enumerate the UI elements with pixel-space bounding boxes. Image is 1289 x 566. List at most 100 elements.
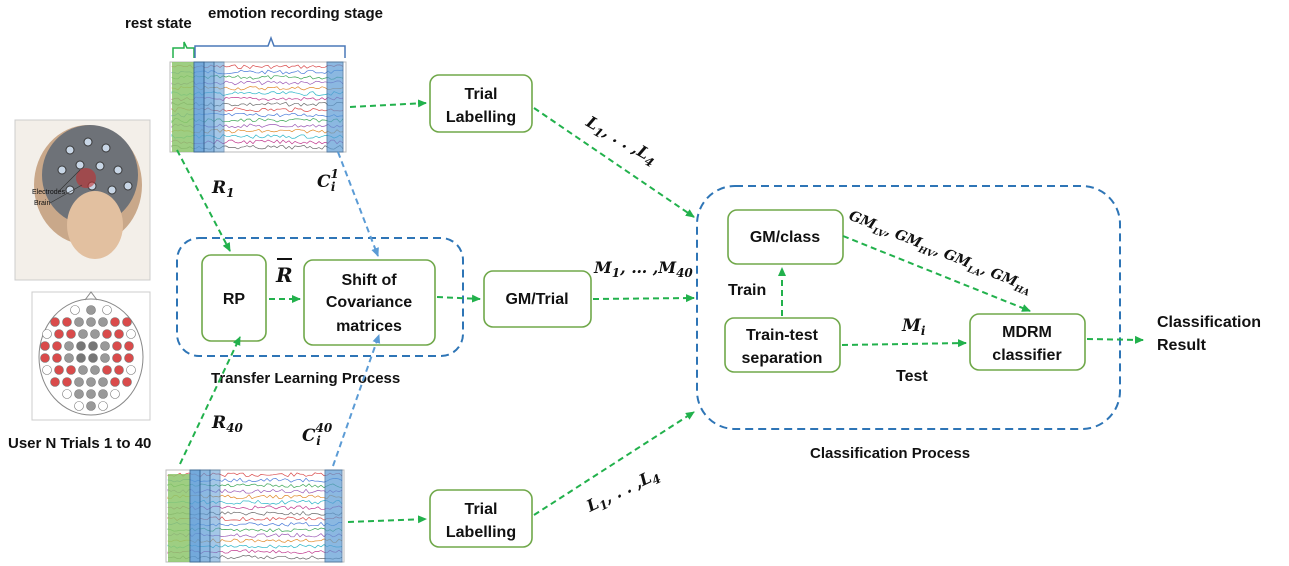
- blue-arrows: [332, 151, 381, 467]
- electrode-dot: [86, 377, 96, 387]
- electrode-dot: [122, 377, 132, 387]
- trial-labelling-bottom-box: Trial Labelling: [429, 489, 533, 548]
- electrode-dot: [64, 341, 74, 351]
- transfer-learning-group: [176, 237, 464, 357]
- l-range-bottom-label: L1, . . ,L4: [583, 464, 664, 519]
- electrode-dot: [50, 377, 60, 387]
- emotion-stage-brace: [194, 35, 346, 58]
- classification-result-line1: Classification: [1157, 314, 1261, 331]
- electrode-dot: [112, 353, 122, 363]
- eeg-signal-top: [169, 61, 347, 153]
- electrode-dot: [86, 389, 96, 399]
- arrow-ci40: [332, 334, 381, 467]
- electrode-dot: [110, 317, 120, 327]
- arrow-shift-to-gm-trial: [436, 294, 481, 303]
- svg-text:Shift of: Shift of: [341, 272, 397, 289]
- electrode-dot: [54, 329, 64, 339]
- electrode-dot: [126, 329, 136, 339]
- electrode-dot: [66, 329, 76, 339]
- transfer-learning-label: Transfer Learning Process: [211, 370, 400, 387]
- arrow-test: [841, 339, 967, 348]
- rest-state-brace: [172, 41, 195, 58]
- electrode-dot: [100, 341, 110, 351]
- svg-text:Trial: Trial: [465, 501, 498, 518]
- electrode-dot: [86, 317, 96, 327]
- electrode-dot: [52, 341, 62, 351]
- electrode-dot: [62, 377, 72, 387]
- test-label: Test: [896, 368, 928, 385]
- electrode-dot: [124, 353, 134, 363]
- gm-class-box: GM/class: [727, 209, 844, 265]
- electrode-dot: [62, 317, 72, 327]
- arrow-gm-trial-to-classification: [592, 294, 695, 303]
- gm-trial-box: GM/Trial: [483, 270, 592, 328]
- electrodes-label: Electrodes: [32, 189, 66, 196]
- trial-labelling-top-box: Trial Labelling: [429, 74, 533, 133]
- user-trials-label: User N Trials 1 to 40: [8, 435, 151, 452]
- electrode-dot: [74, 377, 84, 387]
- gm-list-label: GMLV, GMHV, GMLA, GMHA: [845, 208, 1034, 299]
- electrode-dot: [62, 389, 72, 399]
- electrode-dot: [90, 365, 100, 375]
- electrode-dot: [40, 353, 50, 363]
- svg-text:MDRM: MDRM: [1002, 324, 1052, 341]
- svg-text:RP: RP: [223, 291, 246, 308]
- eeg-signal-bottom: [165, 469, 345, 563]
- electrode-dot: [88, 353, 98, 363]
- classification-group: [696, 185, 1121, 430]
- electrode-dot: [98, 389, 108, 399]
- electrode-dot: [40, 341, 50, 351]
- electrode-dot: [76, 353, 86, 363]
- svg-text:Train-test: Train-test: [746, 327, 819, 344]
- arrow-ci1: [337, 151, 379, 257]
- emotion-recording-stage-label: emotion recording stage: [208, 5, 383, 22]
- electrode-dot: [66, 365, 76, 375]
- svg-text:Labelling: Labelling: [446, 109, 516, 126]
- r1-label: R1: [211, 178, 235, 200]
- l-range-top-label: L1, . . ,L4: [581, 112, 661, 171]
- svg-text:GM/class: GM/class: [750, 229, 820, 246]
- electrode-dot: [114, 365, 124, 375]
- electrode-dot: [112, 341, 122, 351]
- electrode-dot: [64, 353, 74, 363]
- electrode-dot: [86, 401, 96, 411]
- train-label: Train: [728, 282, 766, 299]
- svg-text:Covariance: Covariance: [326, 294, 412, 311]
- arrow-to-result: [1086, 335, 1144, 344]
- arrow-labelling-bottom-to-classification: [533, 411, 695, 516]
- rbar-label: R: [275, 258, 293, 287]
- electrode-dot: [76, 341, 86, 351]
- svg-text:Labelling: Labelling: [446, 524, 516, 541]
- m-range-label: M1, … ,M40: [593, 258, 693, 280]
- electrode-dot: [74, 401, 84, 411]
- electrode-dot: [114, 329, 124, 339]
- electrode-dot: [52, 353, 62, 363]
- electrode-dot: [124, 341, 134, 351]
- brain-label: Brain: [34, 200, 50, 207]
- arrow-r40: [179, 336, 241, 465]
- electrode-dot: [122, 317, 132, 327]
- electrode-dot: [102, 329, 112, 339]
- electrode-dot: [50, 317, 60, 327]
- electrode-dot: [42, 365, 52, 375]
- head-electrodes-image: Electrodes Brain: [14, 119, 151, 281]
- electrode-dot: [78, 365, 88, 375]
- electrode-dot: [42, 329, 52, 339]
- electrode-dot: [98, 317, 108, 327]
- electrode-dot: [74, 317, 84, 327]
- shift-covariance-box: Shift of Covariance matrices: [303, 259, 436, 346]
- arrow-eeg-top-to-labelling: [349, 99, 427, 108]
- electrode-dot: [54, 365, 64, 375]
- svg-text:R: R: [275, 263, 293, 287]
- rest-state-label: rest state: [125, 15, 192, 32]
- electrode-dot: [102, 365, 112, 375]
- r40-label: R40: [211, 413, 243, 435]
- arrow-labelling-top-to-classification: [533, 107, 695, 218]
- green-arrows: [176, 99, 1144, 524]
- electrode-dot: [102, 305, 112, 315]
- classification-process-label: Classification Process: [810, 445, 970, 462]
- electrode-dot: [88, 341, 98, 351]
